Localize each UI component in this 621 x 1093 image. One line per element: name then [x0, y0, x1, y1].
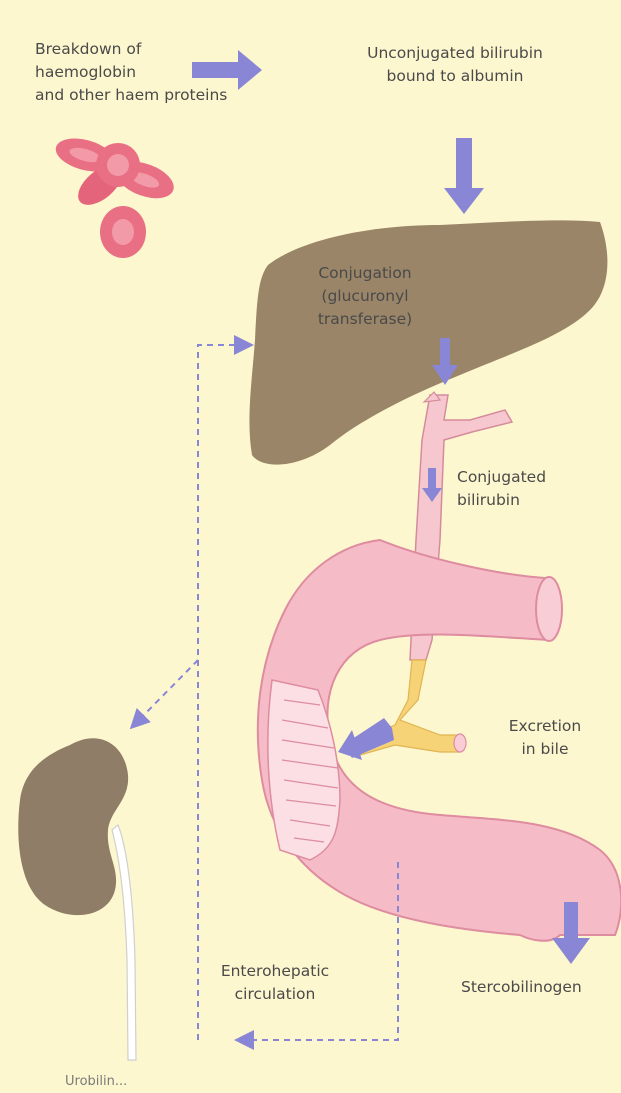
urobilinogen-label: Urobilin...	[65, 1074, 127, 1089]
excretion-label: Excretion in bile	[490, 715, 600, 761]
kidney-icon	[18, 738, 128, 915]
pancreatic-duct-icon	[454, 734, 466, 752]
conjugation-label: Conjugation (glucuronyl transferase)	[300, 262, 430, 331]
intestine-opening-icon	[536, 577, 562, 641]
ureter-icon	[112, 825, 136, 1060]
unconjugated-bilirubin-label: Unconjugated bilirubin bound to albumin	[330, 42, 580, 88]
red-blood-cells-icon	[52, 133, 179, 258]
enterohepatic-label: Enterohepatic circulation	[200, 960, 350, 1006]
breakdown-label: Breakdown of haemoglobin and other haem …	[35, 38, 227, 107]
conjugated-bilirubin-label: Conjugated bilirubin	[457, 466, 546, 512]
arrow-down-icon	[444, 138, 484, 214]
stercobilinogen-label: Stercobilinogen	[461, 976, 582, 999]
intestinal-folds-icon	[268, 680, 340, 860]
